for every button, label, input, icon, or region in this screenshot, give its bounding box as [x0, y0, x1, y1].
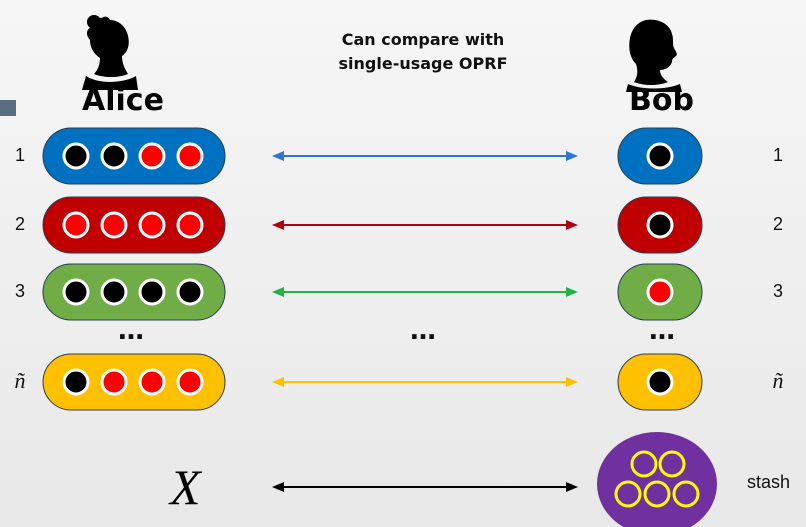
stash-dot — [614, 480, 642, 508]
stash-blob — [597, 432, 717, 527]
row-label-right: 2 — [772, 214, 783, 234]
x-label: X — [170, 459, 201, 515]
row-label-right: 3 — [772, 281, 783, 301]
side-tab — [0, 100, 16, 116]
stash-dot — [672, 480, 700, 508]
alice-item-dot — [62, 142, 90, 170]
bob-bin — [617, 353, 703, 411]
caption-line-1: Can compare with — [341, 30, 505, 49]
x-arrow — [272, 482, 578, 492]
alice-item-dot — [100, 211, 128, 239]
bob-item-dot — [646, 142, 674, 170]
alice-item-dot — [176, 142, 204, 170]
bob-item-dot — [646, 368, 674, 396]
row-label-left: ñ — [14, 368, 26, 393]
alice-item-dot — [100, 142, 128, 170]
alice-item-dot — [138, 278, 166, 306]
bob-bin — [617, 263, 703, 321]
alice-item-dot — [100, 368, 128, 396]
compare-arrow — [272, 377, 578, 387]
compare-arrow — [272, 151, 578, 161]
alice-ellipsis: … — [118, 316, 144, 346]
stash-label: stash — [747, 472, 791, 492]
alice-item-dot — [138, 368, 166, 396]
compare-arrow — [272, 287, 578, 297]
caption-line-2: single-usage OPRF — [338, 54, 508, 73]
alice-item-dot — [138, 142, 166, 170]
alice-item-dot — [176, 278, 204, 306]
bob-name: Bob — [629, 83, 694, 118]
bob-item-dot — [646, 211, 674, 239]
row-label-right: 1 — [772, 145, 783, 165]
alice-item-dot — [100, 278, 128, 306]
alice-item-dot — [62, 278, 90, 306]
alice-bin — [42, 196, 226, 254]
bob-bin — [617, 127, 703, 185]
row-label-right: ñ — [772, 368, 784, 393]
alice-item-dot — [62, 211, 90, 239]
caption: Can compare with single-usage OPRF — [298, 28, 548, 76]
alice-item-dot — [138, 211, 166, 239]
woman-silhouette-icon — [82, 15, 138, 90]
alice-bin — [42, 127, 226, 185]
middle-ellipsis: … — [410, 316, 436, 346]
stash-dot — [658, 450, 686, 478]
stash-dot — [643, 480, 671, 508]
compare-arrow — [272, 220, 578, 230]
alice-item-dot — [176, 368, 204, 396]
alice-item-dot — [176, 211, 204, 239]
stash-dot — [630, 450, 658, 478]
bob-item-dot — [646, 278, 674, 306]
bob-ellipsis: … — [649, 316, 675, 346]
bob-bin — [617, 196, 703, 254]
alice-bin — [42, 353, 226, 411]
alice-item-dot — [62, 368, 90, 396]
row-label-left: 3 — [14, 281, 25, 301]
row-label-left: 1 — [14, 145, 25, 165]
row-label-left: 2 — [14, 214, 25, 234]
man-silhouette-icon — [626, 19, 682, 92]
alice-name: Alice — [82, 83, 164, 118]
alice-bin — [42, 263, 226, 321]
